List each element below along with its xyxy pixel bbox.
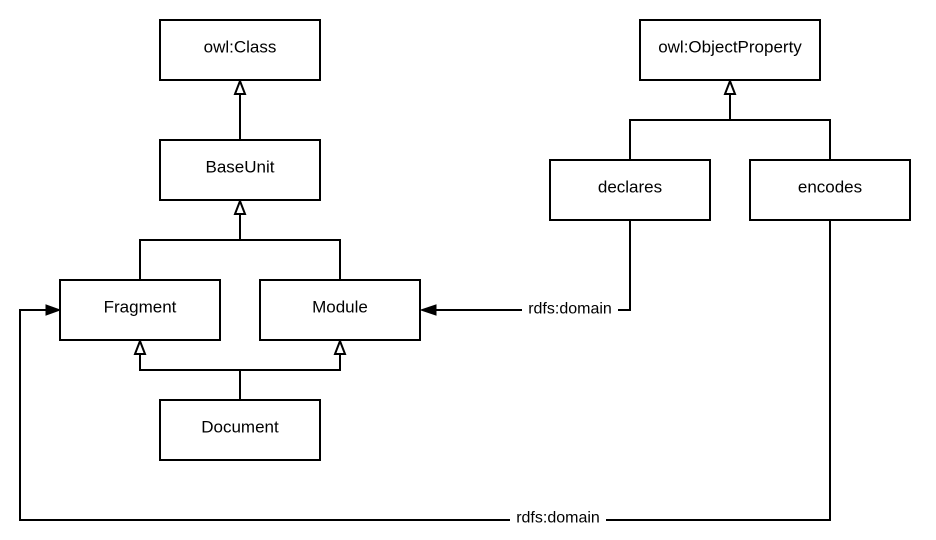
hollow-arrowhead-icon [233,198,247,215]
hollow-arrowhead-icon [133,338,147,355]
edge-fragment-module-to-baseunit [139,214,341,280]
node-label: encodes [798,178,862,197]
edges: rdfs:domain rdfs:domain [19,78,831,531]
hollow-arrowhead-icon [333,338,347,355]
hollow-arrowhead-icon [233,78,247,95]
node-document[interactable]: Document [159,399,321,461]
node-base-unit[interactable]: BaseUnit [159,139,321,201]
node-label: Fragment [104,298,177,317]
edge-document-to-fragment-module [139,354,341,400]
node-label: owl:Class [204,38,277,57]
node-label: declares [598,178,662,197]
node-declares[interactable]: declares [549,159,711,221]
node-label: Module [312,298,368,317]
edge-declares-domain-module [436,220,631,311]
edge-encodes-domain-fragment [19,220,831,521]
node-module[interactable]: Module [259,279,421,341]
node-encodes[interactable]: encodes [749,159,911,221]
node-label: Document [201,418,279,437]
solid-arrowhead-icon [45,304,62,316]
edge-label-encodes-domain: rdfs:domain [516,510,600,527]
solid-arrowhead-icon [419,304,437,316]
node-label: BaseUnit [206,158,275,177]
hollow-arrowhead-icon [723,78,737,95]
edge-properties-to-owl-object-property [629,94,831,160]
edge-label-declares-domain: rdfs:domain [528,301,612,318]
node-fragment[interactable]: Fragment [59,279,221,341]
node-owl-object-property[interactable]: owl:ObjectProperty [639,19,821,81]
node-owl-class[interactable]: owl:Class [159,19,321,81]
node-label: owl:ObjectProperty [658,38,802,57]
